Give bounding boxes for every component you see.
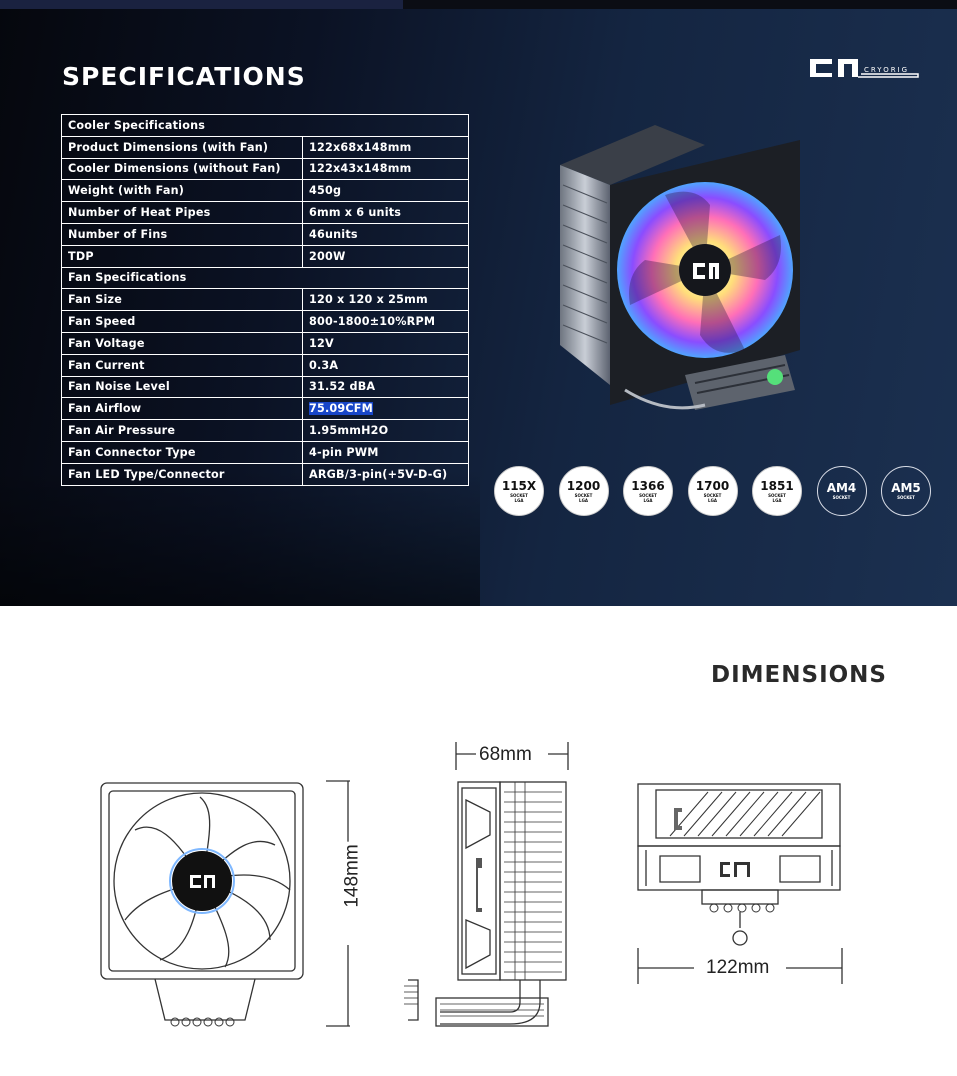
spec-section-header-label: Fan Specifications xyxy=(61,266,469,290)
spec-row: Cooler Dimensions (without Fan) 122x43x14… xyxy=(61,157,469,181)
socket-name: AM5 xyxy=(891,481,921,495)
spec-label: Fan Airflow xyxy=(61,397,303,421)
spec-row: Fan Size 120 x 120 x 25mm xyxy=(61,288,469,312)
socket-name: 1700 xyxy=(695,478,730,493)
socket-name: 1200 xyxy=(566,478,601,493)
socket-type-label: SOCKET xyxy=(897,495,915,500)
spec-row: Fan Air Pressure 1.95mmH2O xyxy=(61,419,469,442)
spec-row: Weight (with Fan) 450g xyxy=(61,179,469,203)
top-banner-strip xyxy=(0,0,957,9)
spec-value: 31.52 dBA xyxy=(309,380,376,394)
socket-platform-label: LGA xyxy=(514,497,524,503)
socket-platform-label: LGA xyxy=(643,497,653,503)
spec-label: Fan Connector Type xyxy=(61,440,303,464)
spec-row: Fan Voltage 12V xyxy=(61,331,469,355)
depth-dimension-label: 68mm xyxy=(476,744,535,766)
dimensions-title: DIMENSIONS xyxy=(711,662,887,688)
side-view-drawing xyxy=(404,742,569,1027)
socket-type-label: SOCKET xyxy=(510,492,528,498)
spec-row: TDP 200W xyxy=(61,244,469,268)
spec-label: Number of Fins xyxy=(61,222,303,246)
socket-name: AM4 xyxy=(826,481,857,495)
spec-value: 122x68x148mm xyxy=(309,140,412,154)
socket-type-label: SOCKET xyxy=(574,492,593,498)
spec-label: Fan Size xyxy=(61,288,303,312)
spec-section-header: Fan Specifications xyxy=(61,266,469,290)
cpu-cooler-image xyxy=(560,125,800,410)
spec-label: Number of Heat Pipes xyxy=(61,201,303,224)
spec-label: Fan LED Type/Connector xyxy=(61,462,303,486)
spec-row: Product Dimensions (with Fan) 122x68x148m… xyxy=(61,135,469,159)
spec-row: Fan Connector Type 4-pin PWM xyxy=(61,440,469,464)
spec-label: Fan Voltage xyxy=(61,331,303,355)
spec-row: Number of Heat Pipes 6mm x 6 units xyxy=(61,201,469,224)
spec-row: Fan Current 0.3A xyxy=(61,353,469,377)
spec-value: ARGB/3-pin(+5V-D-G) xyxy=(309,467,448,481)
spec-value: 4-pin PWM xyxy=(309,445,379,459)
spec-section-header-label: Cooler Specifications xyxy=(61,114,469,137)
spec-label: Fan Air Pressure xyxy=(61,419,303,442)
socket-platform-label: LGA xyxy=(772,497,782,503)
spec-row: Fan Speed 800-1800±10%RPM xyxy=(61,310,469,333)
spec-value: 200W xyxy=(309,249,346,263)
spec-value: 6mm x 6 units xyxy=(309,206,402,220)
top-view-drawing xyxy=(637,783,843,984)
width-dimension-label: 122mm xyxy=(703,957,773,979)
height-dimension-label: 148mm xyxy=(341,841,364,911)
spec-row: Number of Fins 46units xyxy=(61,222,469,246)
socket-name: 1366 xyxy=(631,478,665,493)
socket-type-label: SOCKET xyxy=(703,492,722,498)
spec-value: 1.95mmH2O xyxy=(309,424,389,438)
spec-label: Weight (with Fan) xyxy=(61,179,303,203)
socket-platform-label: LGA xyxy=(708,497,717,503)
spec-label: Fan Speed xyxy=(61,310,303,333)
spec-row: Fan Noise Level 31.52 dBA xyxy=(61,375,469,399)
spec-label: Product Dimensions (with Fan) xyxy=(61,135,303,159)
spec-value: 12V xyxy=(309,336,334,350)
socket-type-label: SOCKET xyxy=(832,495,851,500)
socket-type-label: SOCKET xyxy=(639,492,657,498)
spec-row: Fan LED Type/Connector ARGB/3-pin(+5V-D-G… xyxy=(61,462,469,486)
cryorig-logo: CRYORIG xyxy=(810,59,919,78)
specifications-title: SPECIFICATIONS xyxy=(62,62,306,91)
spec-label: Cooler Dimensions (without Fan) xyxy=(61,157,303,181)
socket-type-label: SOCKET xyxy=(768,492,786,498)
spec-value: 450g xyxy=(309,184,342,198)
spec-label: Fan Current xyxy=(61,353,303,377)
spec-value: 75.09CFM xyxy=(309,402,373,416)
spec-value: 800-1800±10%RPM xyxy=(309,315,436,329)
front-view-drawing xyxy=(100,780,350,1027)
spec-value: 46units xyxy=(309,227,358,241)
spec-value: 120 x 120 x 25mm xyxy=(309,293,428,307)
socket-platform-label: LGA xyxy=(579,497,588,503)
spec-label: TDP xyxy=(61,244,303,268)
socket-name: 115X xyxy=(501,478,537,493)
spec-value: 122x43x148mm xyxy=(309,162,412,176)
spec-value: 0.3A xyxy=(309,358,339,372)
spec-section-header: Cooler Specifications xyxy=(61,114,469,137)
spec-row: Fan Airflow 75.09CFM xyxy=(61,397,469,421)
svg-text:CRYORIG: CRYORIG xyxy=(864,66,909,74)
spec-label: Fan Noise Level xyxy=(61,375,303,399)
socket-name: 1851 xyxy=(760,478,794,493)
